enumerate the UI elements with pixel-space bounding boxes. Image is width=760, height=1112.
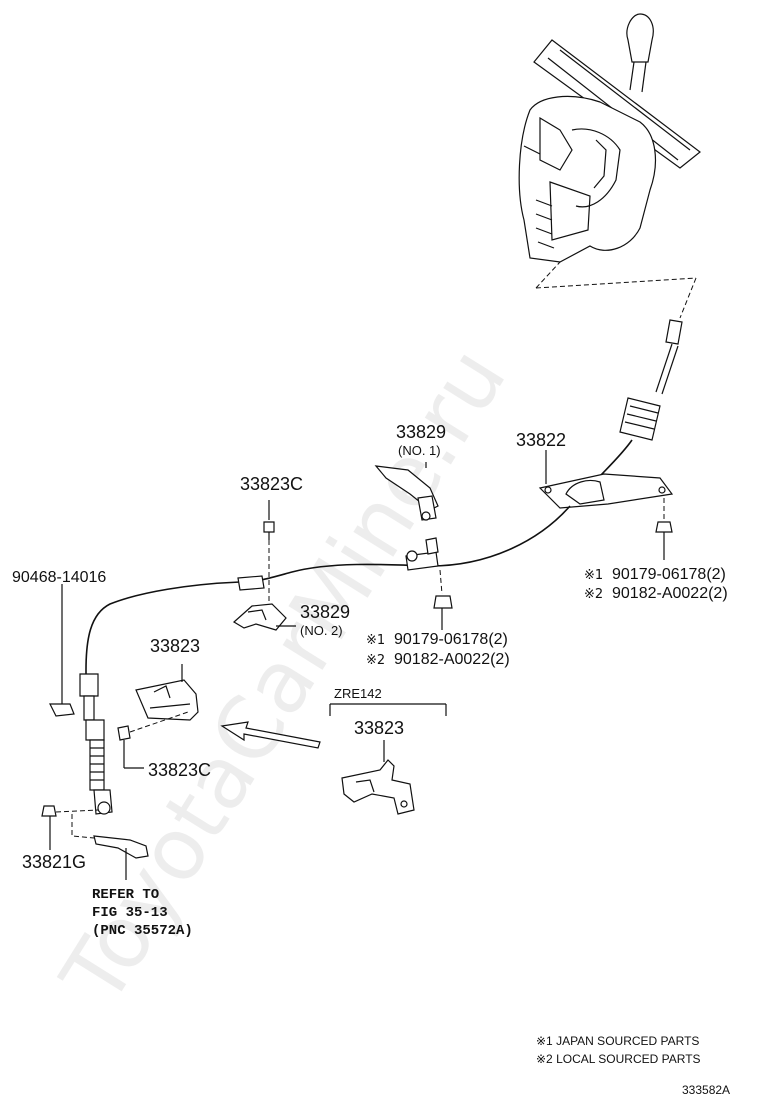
label-33829-no2: 33829 (300, 602, 350, 622)
lower-fittings (41, 805, 149, 880)
note-right-part1: 90179-06178(2) (612, 566, 726, 583)
clamp-33829-no2 (232, 500, 296, 631)
note-right-part2: 90182-A0022(2) (612, 585, 728, 602)
refer-line1: REFER TO (92, 887, 159, 903)
shift-lever-assembly (518, 13, 701, 319)
label-33823-zre142: 33823 (354, 718, 404, 738)
note-mid-part2: 90182-A0022(2) (394, 651, 510, 668)
bracket-33823-zre142 (329, 703, 447, 815)
label-33821g: 33821G (22, 852, 86, 872)
shift-cable-upper (538, 319, 683, 560)
label-33829-no1: 33829 (396, 422, 446, 442)
legend-item2: ※2 LOCAL SOURCED PARTS (536, 1052, 701, 1066)
note-mid-part1: 90179-06178(2) (394, 631, 508, 648)
direction-arrow (220, 721, 321, 749)
shift-cable-main (79, 505, 571, 815)
label-zre142: ZRE142 (334, 686, 382, 701)
note-right-mark1: ※1 (584, 568, 603, 583)
note-mid-mark2: ※2 (366, 653, 385, 668)
note-mid-mark1: ※1 (366, 633, 385, 648)
bracket-33829-no1 (374, 462, 453, 630)
legend-item1: ※1 JAPAN SOURCED PARTS (536, 1034, 699, 1048)
label-90468-14016: 90468-14016 (12, 569, 106, 586)
bracket-33823 (49, 584, 199, 769)
label-33823c-bottom: 33823C (148, 760, 211, 780)
refer-note: REFER TO FIG 35-13 (PNC 35572A) (92, 887, 193, 939)
note-block-middle: ※1 90179-06178(2) ※2 90182-A0022(2) (366, 631, 510, 668)
legend: ※1 JAPAN SOURCED PARTS ※2 LOCAL SOURCED … (536, 1034, 701, 1066)
figure-id: 333582A (682, 1083, 730, 1097)
note-right-mark2: ※2 (584, 587, 603, 602)
note-block-right: ※1 90179-06178(2) ※2 90182-A0022(2) (584, 566, 728, 602)
part-labels: 33829 (NO. 1) 33822 33823C 90468-14016 3… (12, 422, 566, 872)
refer-line3: (PNC 35572A) (92, 923, 193, 939)
label-33822: 33822 (516, 430, 566, 450)
label-33823: 33823 (150, 636, 200, 656)
label-33829-no1-sub: (NO. 1) (398, 443, 441, 458)
refer-line2: FIG 35-13 (92, 905, 168, 921)
label-33829-no2-sub: (NO. 2) (300, 623, 343, 638)
label-33823c-top: 33823C (240, 474, 303, 494)
